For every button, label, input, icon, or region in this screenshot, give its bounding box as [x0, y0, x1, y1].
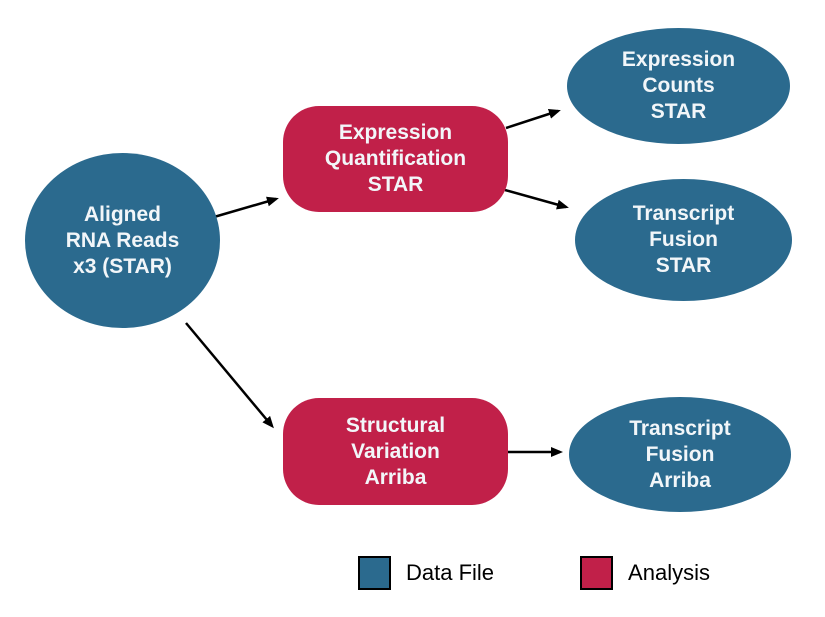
node-transcript-fusion-star-label: Transcript Fusion STAR	[632, 202, 735, 277]
node-structural-variation-arriba: Structural Variation Arriba	[283, 398, 508, 505]
legend: Data File Analysis	[358, 556, 710, 590]
legend-item-data-file: Data File	[358, 556, 494, 590]
node-expression-quantification-star: Expression Quantification STAR	[283, 106, 508, 212]
node-expression-quantification-star-label: Expression Quantification STAR	[324, 121, 467, 196]
edge-expression-quantification-to-transcript-fusion-star	[504, 188, 569, 210]
node-transcript-fusion-arriba-label: Transcript Fusion Arriba	[629, 416, 731, 492]
legend-item-analysis: Analysis	[580, 556, 710, 590]
edge-aligned-reads-to-structural-variation	[185, 322, 274, 429]
analysis-swatch	[580, 556, 614, 590]
legend-label-analysis: Analysis	[628, 560, 710, 585]
node-transcript-fusion-arriba: Transcript Fusion Arriba	[569, 397, 791, 512]
node-expression-counts-star-label: Expression Counts STAR	[621, 48, 736, 123]
node-expression-counts-star: Expression Counts STAR	[567, 28, 790, 144]
node-structural-variation-arriba-label: Structural Variation Arriba	[345, 413, 446, 489]
node-aligned-rna-reads: Aligned RNA Reads x3 (STAR)	[25, 153, 220, 328]
legend-label-data-file: Data File	[406, 560, 495, 585]
edge-aligned-reads-to-expression-quantification	[213, 196, 279, 219]
edge-expression-quantification-to-expression-counts	[505, 109, 561, 130]
node-aligned-rna-reads-label: Aligned RNA Reads x3 (STAR)	[65, 202, 180, 278]
data-file-swatch	[358, 556, 391, 590]
node-transcript-fusion-star: Transcript Fusion STAR	[575, 179, 792, 301]
